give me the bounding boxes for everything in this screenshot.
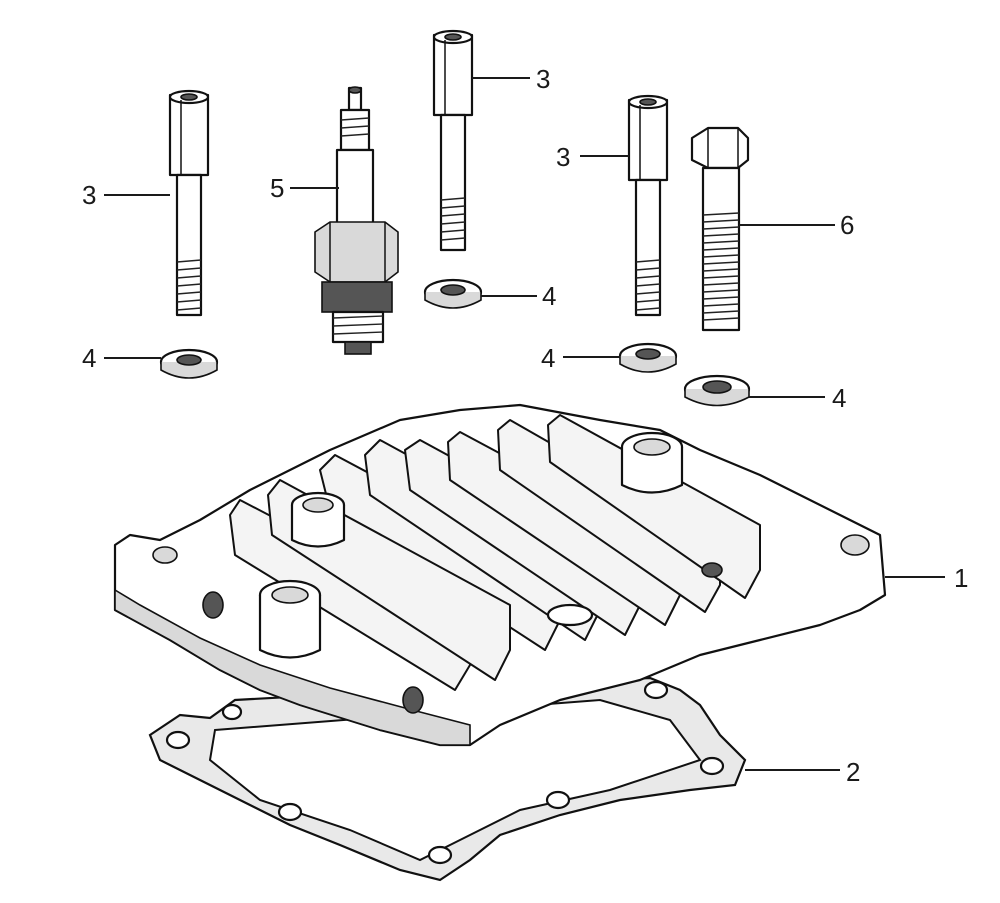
callout-stud-left: 3 — [82, 180, 96, 210]
washer-right-a — [618, 342, 678, 373]
stud-left — [168, 89, 210, 317]
leader-lines — [104, 77, 945, 771]
stud-center — [432, 29, 474, 252]
callout-stud-center: 3 — [536, 64, 550, 94]
callout-washer-left: 4 — [82, 343, 96, 373]
hex-bolt — [690, 126, 750, 332]
washer-left — [159, 348, 219, 379]
callout-bolt: 6 — [840, 210, 854, 240]
cylinder-head-gasket — [148, 676, 747, 882]
washer-right-b — [683, 374, 751, 407]
callout-stud-right: 3 — [556, 142, 570, 172]
callout-labels: 3 3 3 5 6 4 4 4 4 1 2 — [82, 64, 968, 787]
washer-center — [423, 278, 483, 309]
callout-washer-center: 4 — [542, 281, 556, 311]
stud-right — [627, 94, 669, 317]
callout-washer-right-a: 4 — [541, 343, 555, 373]
callout-spark-plug: 5 — [270, 173, 284, 203]
callout-washer-right-b: 4 — [832, 383, 846, 413]
callout-cylinder-head: 1 — [954, 563, 968, 593]
callout-gasket: 2 — [846, 757, 860, 787]
spark-plug — [314, 86, 399, 355]
cylinder-head — [113, 403, 887, 747]
